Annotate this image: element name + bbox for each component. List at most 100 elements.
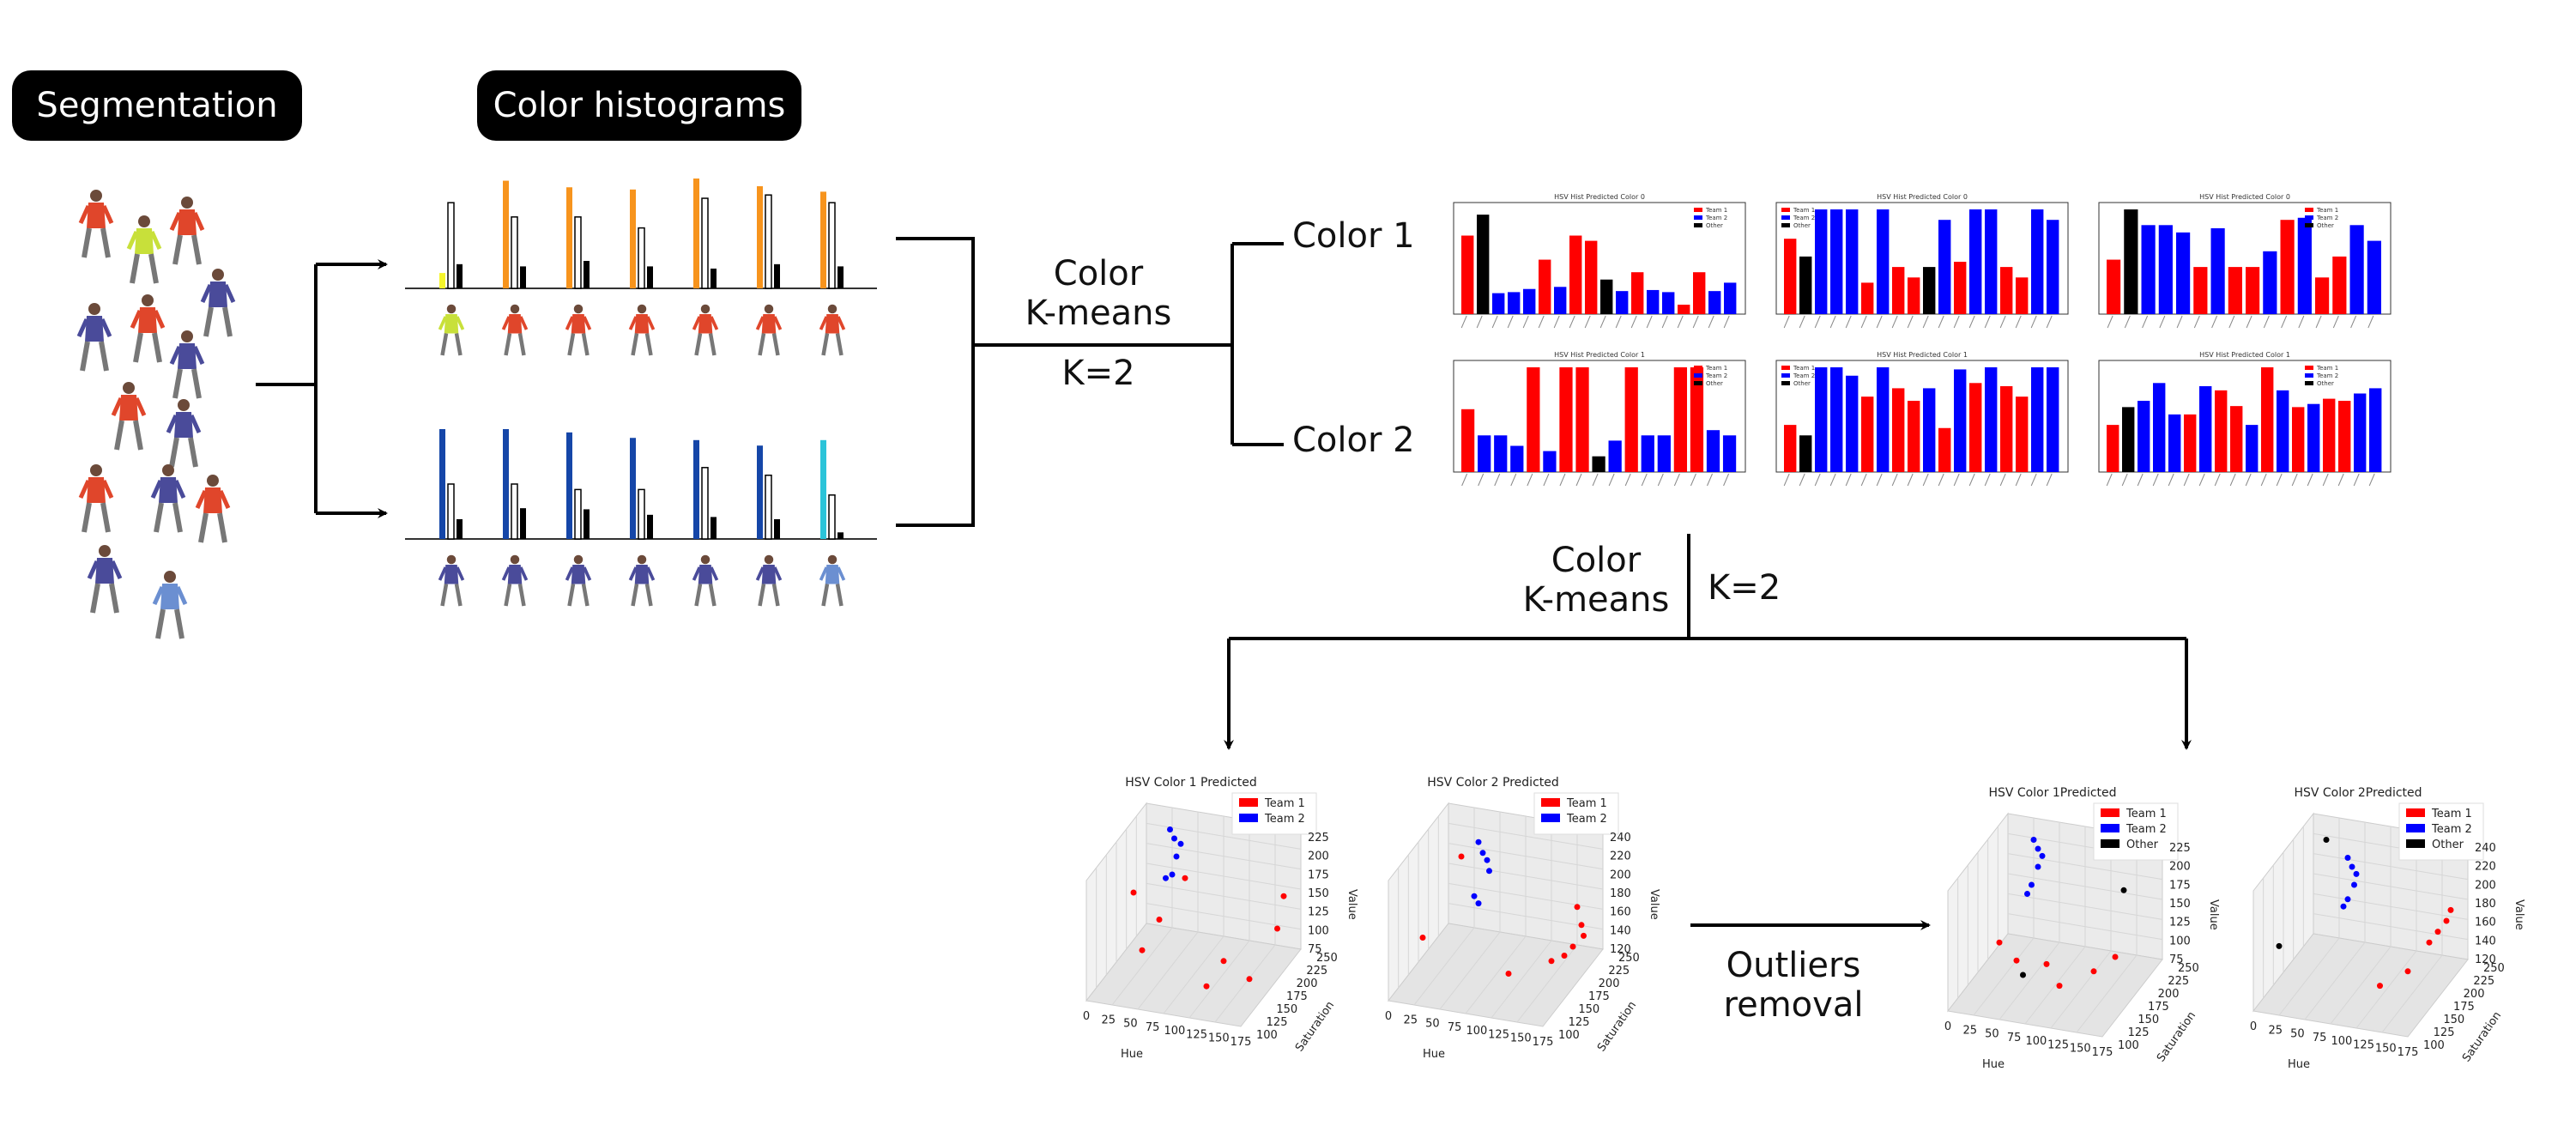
scatter-zlabel: Value (2207, 899, 2220, 930)
segmented-player (78, 190, 114, 258)
player-torso (761, 314, 777, 334)
player-arms (76, 318, 112, 338)
scatter-ytick: 125 (2128, 1026, 2150, 1039)
kmeans1-label: Color K-means (1013, 254, 1184, 333)
outliers-line1: Outliers (1726, 946, 1861, 985)
player-legs (133, 332, 162, 363)
bar-panel-tick (2183, 473, 2190, 487)
scatter-ytick: 150 (2443, 1014, 2464, 1026)
legend-swatch (1694, 215, 1702, 220)
scatter-ztick: 220 (2475, 861, 2496, 874)
scatter-point-team2 (1486, 868, 1492, 875)
kmeans1-line1: Color (1053, 254, 1144, 294)
bar-panel-bar (1784, 425, 1797, 472)
scatter-point-team1 (2056, 983, 2063, 990)
bar-panel-bar (2367, 240, 2381, 314)
histogram-bar-accent (757, 445, 763, 539)
legend-label: Team 1 (1793, 207, 1815, 214)
bar-panel-tick (1907, 315, 1914, 329)
bar-panel-bar (1575, 367, 1589, 472)
legend-label: Team 2 (1264, 813, 1305, 826)
player-torso (634, 565, 650, 584)
bar-panel-bar (2246, 425, 2259, 472)
legend-swatch (2305, 208, 2313, 212)
histogram-player (755, 304, 783, 356)
scatter-xlabel: Hue (2288, 1058, 2310, 1071)
bar-panel-tick (2322, 473, 2329, 487)
legend-swatch (1694, 366, 1702, 370)
bar-panel-bar (1616, 291, 1629, 314)
kmeans2-k: K=2 (1708, 568, 1781, 608)
bar-panel-bar (2349, 225, 2364, 314)
bar-panel-tick (2315, 315, 2322, 329)
player-legs (198, 512, 227, 543)
scatter-ztick: 125 (2169, 917, 2191, 929)
bar-panel-tick (2015, 315, 2022, 329)
scatter-point-team2 (1169, 871, 1176, 878)
legend-label: Other (2317, 380, 2334, 387)
scatter-ztick: 100 (2169, 935, 2191, 947)
bar-panel-bar (2292, 407, 2305, 472)
histogram-bar-accent (820, 191, 826, 288)
bar-panel-tick (1657, 473, 1664, 487)
player-torso (135, 228, 154, 254)
bar-panel-tick (1876, 315, 1883, 329)
segmented-player (195, 475, 231, 543)
histogram-bar-white (765, 194, 772, 289)
bar-panel-tick (1510, 473, 1517, 487)
legend-swatch (2305, 223, 2313, 227)
scatter-ztick: 180 (1610, 887, 1631, 900)
player-head (90, 464, 102, 476)
player-arms (111, 397, 147, 417)
scatter-xtick: 100 (2025, 1035, 2047, 1048)
player-arms (565, 316, 592, 330)
scatter-point-team1 (1156, 917, 1163, 923)
scatter-point-team1 (2090, 968, 2097, 975)
scatter-ztick: 150 (1308, 887, 1329, 900)
histogram-bar-white (447, 202, 455, 289)
color-histograms-stage-label: Color histograms (477, 70, 801, 141)
bar-panel-tick (2353, 473, 2360, 487)
bar-panel-tick (1707, 473, 1713, 487)
scatter-grid (2278, 937, 2340, 1016)
bar-panel-bar (1706, 430, 1720, 472)
scatter-ytick: 100 (2118, 1039, 2139, 1052)
bar-panel-bar (1494, 435, 1508, 472)
bar-panel-bar (2047, 367, 2059, 472)
bar-panel-bar (2047, 220, 2059, 314)
segmented-player (166, 399, 202, 468)
bar-panel-tick (1569, 315, 1575, 329)
legend-label: Team 1 (1566, 797, 1607, 810)
player-arms (565, 566, 592, 581)
legend-label: Other (1793, 380, 1811, 387)
legend-label: Other (1706, 222, 1723, 229)
bar-panel-bar (1799, 435, 1812, 472)
histogram-bar-accent (630, 438, 636, 539)
player-torso (825, 565, 840, 584)
player-legs (821, 333, 844, 356)
histogram-bar-accent (820, 439, 826, 539)
scatter-point-other (2276, 942, 2283, 949)
scatter-xtick: 100 (1466, 1025, 1487, 1038)
bar-panel-bar (1969, 383, 1982, 472)
scatter-point-team1 (1139, 947, 1146, 953)
player-legs (567, 584, 590, 607)
scatter-point-team1 (2426, 939, 2433, 946)
legend-swatch (1694, 223, 1702, 227)
scatter-grid (2050, 950, 2112, 1029)
bar-panel-bar (1830, 209, 1843, 314)
legend-label: Team 1 (2316, 207, 2338, 214)
bar-panel-bar (1461, 409, 1475, 472)
scatter-grid (1163, 935, 1225, 1014)
player-head (212, 269, 224, 281)
bar-panel-tick (1891, 473, 1898, 487)
histogram-bar-accent (439, 429, 445, 539)
scatter-xtick: 0 (1083, 1010, 1090, 1023)
scatter-ytick: 125 (1267, 1016, 1288, 1029)
player-legs (172, 368, 202, 399)
player-arms (126, 230, 162, 251)
bar-panel-tick (1723, 473, 1730, 487)
bar-panel-tick (1829, 473, 1836, 487)
